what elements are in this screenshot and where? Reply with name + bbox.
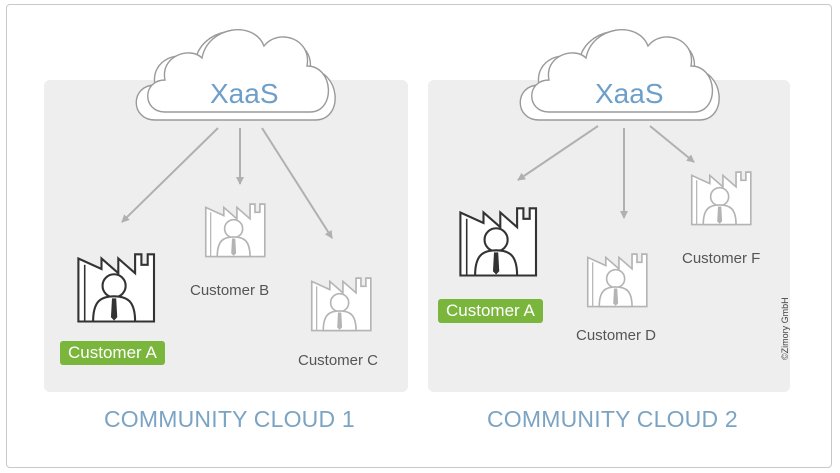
customer-c-label: Customer C bbox=[298, 352, 379, 369]
customer-a-badge-2: Customer A bbox=[438, 299, 543, 323]
community-cloud-1-title: COMMUNITY CLOUD 1 bbox=[104, 406, 355, 432]
community-cloud-2-title: COMMUNITY CLOUD 2 bbox=[487, 406, 738, 432]
xaas-label-2: XaaS bbox=[595, 78, 664, 109]
customer-factory-icon bbox=[586, 253, 648, 308]
customer-factory-icon bbox=[204, 203, 266, 258]
arrow-icon bbox=[121, 127, 219, 223]
customer-factory-icon bbox=[459, 207, 538, 277]
customer-factory-icon bbox=[310, 277, 372, 332]
customer-b-label: Customer B bbox=[190, 282, 270, 299]
arrow-icon bbox=[261, 127, 333, 239]
customer-d-label: Customer D bbox=[576, 327, 657, 344]
customer-factory-icon bbox=[690, 171, 752, 226]
arrow-icon bbox=[649, 125, 695, 163]
customer-a-badge-1: Customer A bbox=[60, 341, 165, 365]
customer-factory-icon bbox=[77, 253, 156, 323]
arrow-icon bbox=[517, 125, 599, 181]
customer-f-label: Customer F bbox=[682, 250, 761, 267]
copyright-text: ©Zimory GmbH bbox=[780, 297, 790, 360]
xaas-label-1: XaaS bbox=[210, 78, 279, 109]
arrows-community-2 bbox=[517, 125, 695, 219]
arrows-community-1 bbox=[121, 127, 333, 239]
